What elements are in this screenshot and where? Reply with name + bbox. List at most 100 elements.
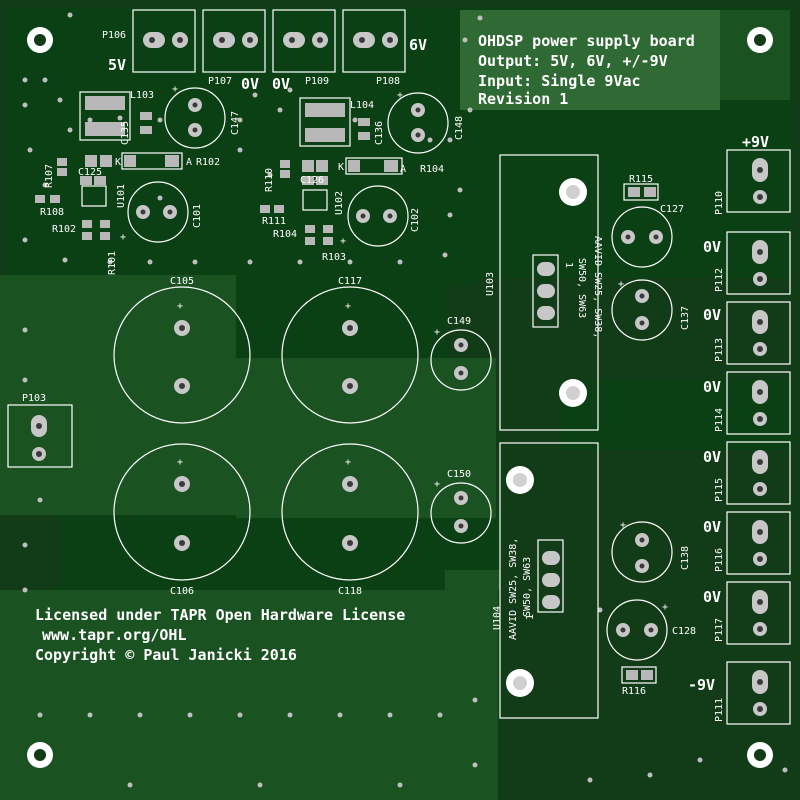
svg-text:+: + (120, 232, 126, 243)
svg-text:0V: 0V (703, 518, 721, 536)
c127-label: C127 (660, 204, 684, 215)
c136-label: C136 (374, 121, 385, 145)
c128-label: C128 (672, 626, 696, 637)
svg-text:P114: P114 (714, 408, 725, 432)
info-output: Output: 5V, 6V, +/-9V (478, 52, 668, 70)
r107-label: R107 (44, 164, 55, 188)
svg-text:+9V: +9V (742, 133, 769, 151)
c147-label: C147 (230, 111, 241, 135)
d104-k: K (338, 162, 344, 173)
input-connector: P103 (7, 393, 73, 468)
connector-p110: P110 +9V (714, 133, 791, 215)
svg-text:P111: P111 (714, 698, 725, 722)
c106-label: C106 (170, 586, 194, 597)
c138-label: C138 (680, 546, 691, 570)
vias (22, 12, 788, 788)
c118-label: C118 (338, 586, 362, 597)
l104-label: L104 (350, 100, 374, 111)
c102-label: C102 (410, 208, 421, 232)
svg-text:+: + (397, 90, 403, 101)
d103-a: A (186, 157, 192, 168)
u104-label: U104 (492, 606, 503, 630)
mounting-holes (27, 27, 773, 768)
connector-p115: P115 0V (703, 441, 791, 505)
svg-text:+: + (434, 479, 440, 490)
u103-pin1: 1 (563, 262, 574, 268)
u101-label: U101 (116, 184, 127, 208)
r103-label: R103 (322, 252, 346, 263)
board-info: OHDSP power supply board Output: 5V, 6V,… (478, 32, 695, 108)
p103-label: P103 (22, 393, 46, 404)
p109-ref: P109 (305, 76, 329, 87)
left-regulator-cluster: L103 C135 + C147 K A R102 R107 C125 R108… (35, 84, 241, 275)
svg-text:+: + (618, 279, 624, 290)
svg-text:+: + (177, 457, 183, 468)
p106-ref: P106 (102, 30, 126, 41)
big-capacitors: + + + + C105 C117 C106 C118 (113, 276, 419, 597)
connector-p113: P113 0V (703, 301, 791, 365)
svg-text:P117: P117 (714, 618, 725, 642)
svg-text:P116: P116 (714, 548, 725, 572)
info-revision: Revision 1 (478, 90, 568, 108)
right-capacitors: R115 C127 + C137 + C138 + C128 R116 (606, 174, 696, 697)
p109-voltage: 0V (272, 75, 290, 93)
svg-text:0V: 0V (703, 448, 721, 466)
c101-label: C101 (192, 204, 203, 228)
d104-a: A (400, 164, 406, 175)
r104-label: R104 (273, 229, 297, 240)
svg-text:0V: 0V (703, 378, 721, 396)
u102-label: U102 (334, 191, 345, 215)
svg-text:+: + (340, 236, 346, 247)
c117-label: C117 (338, 276, 362, 287)
svg-text:+: + (172, 84, 178, 95)
r102-label: R102 (52, 224, 76, 235)
svg-text:+: + (345, 301, 351, 312)
r101-label: R101 (107, 251, 118, 275)
connector-p116: P116 0V (703, 511, 791, 575)
c126-label: C126 (300, 175, 324, 186)
svg-text:+: + (434, 327, 440, 338)
c148-label: C148 (454, 116, 465, 140)
info-input: Input: Single 9Vac (478, 72, 641, 90)
svg-text:+: + (177, 301, 183, 312)
info-title: OHDSP power supply board (478, 32, 695, 50)
svg-text:+: + (345, 457, 351, 468)
r111-label: R111 (262, 216, 286, 227)
svg-text:0V: 0V (703, 306, 721, 324)
right-connectors: P110 +9V P112 0V P113 0V P114 0V P115 0V… (688, 133, 791, 725)
c125-label: C125 (78, 167, 102, 178)
right-regulator-cluster: L104 C136 + C148 K A R104 R110 C126 R111… (260, 90, 465, 263)
u103-label: U103 (485, 272, 496, 296)
license-block: Licensed under TAPR Open Hardware Licens… (35, 606, 405, 664)
p108-voltage: 6V (409, 36, 427, 54)
c137-label: C137 (680, 306, 691, 330)
r115-label: R115 (629, 174, 653, 185)
c105-label: C105 (170, 276, 194, 287)
svg-text:+: + (662, 602, 668, 613)
svg-text:-9V: -9V (688, 676, 715, 694)
c135-label: C135 (120, 121, 131, 145)
license-line-3: Copyright © Paul Janicki 2016 (35, 646, 297, 664)
p108-ref: P108 (376, 76, 400, 87)
d103-k: K (115, 157, 121, 168)
svg-text:0V: 0V (703, 238, 721, 256)
p106-voltage: 5V (108, 56, 126, 74)
connector-p112: P112 0V (703, 231, 791, 295)
r116-label: R116 (622, 686, 646, 697)
license-line-1: Licensed under TAPR Open Hardware Licens… (35, 606, 405, 624)
svg-text:P113: P113 (714, 338, 725, 362)
mid-capacitors: + C149 + C150 (430, 316, 492, 544)
u104-text-1: AAVID SW25, SW38, (508, 538, 519, 640)
svg-text:P112: P112 (714, 268, 725, 292)
svg-text:P115: P115 (714, 478, 725, 502)
heatsinks: 1 U103 AAVID SW25, SW38, SW50, SW63 1 U1… (485, 154, 603, 719)
p107-voltage: 0V (241, 75, 259, 93)
r110-label: R110 (264, 168, 275, 192)
d103-label: R102 (196, 157, 220, 168)
connector-p111: P111 -9V (688, 661, 791, 725)
svg-text:+: + (620, 520, 626, 531)
r108-label: R108 (40, 207, 64, 218)
u104-pin1: 1 (525, 614, 536, 620)
svg-text:0V: 0V (703, 588, 721, 606)
